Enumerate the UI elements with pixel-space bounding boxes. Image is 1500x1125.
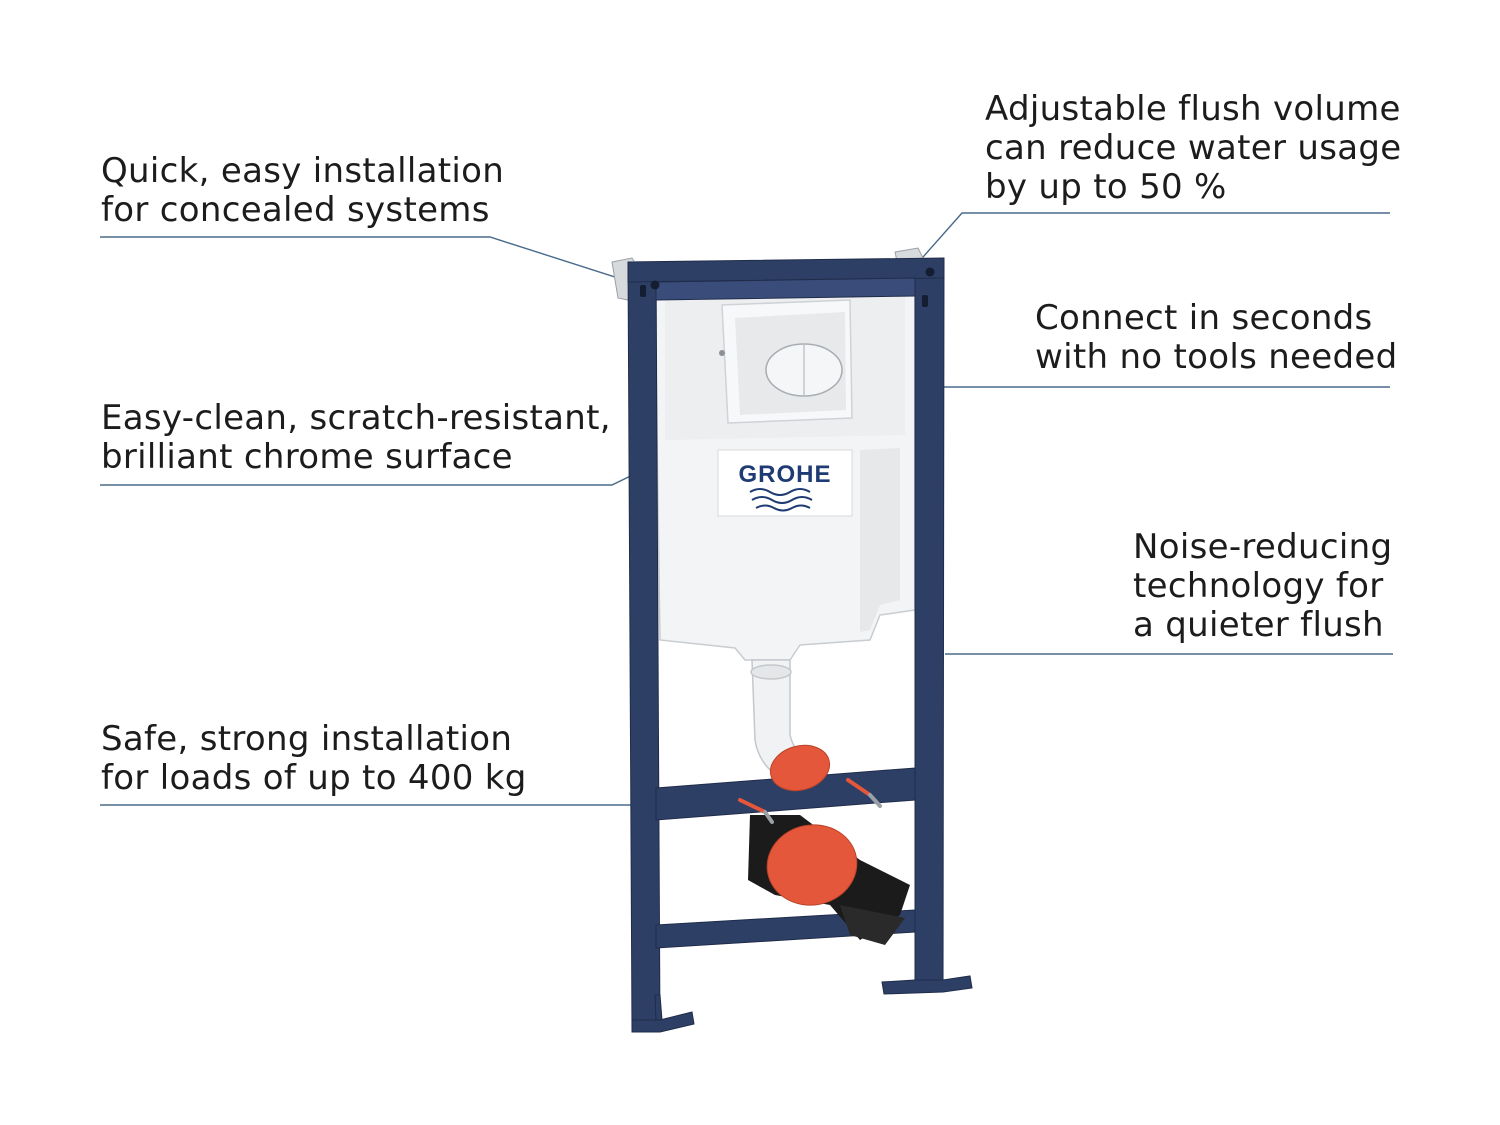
brand-logo-text: GROHE [738, 461, 831, 488]
leader-line-installation [100, 236, 641, 286]
callout-connect: Connect in seconds with no tools needed [1035, 299, 1397, 377]
callout-flush-volume-line-1: Adjustable flush volume [985, 89, 1401, 129]
leader-lines [100, 212, 1393, 806]
callout-flush-volume: Adjustable flush volume can reduce water… [985, 90, 1401, 207]
callout-chrome-line-1: Easy-clean, scratch-resistant, [101, 398, 611, 438]
callout-installation: Quick, easy installation for concealed s… [101, 152, 504, 230]
callout-strength-line-2: for loads of up to 400 kg [101, 758, 527, 798]
callout-strength-line-1: Safe, strong installation [101, 719, 513, 759]
threaded-rods [738, 778, 882, 824]
callout-flush-volume-line-2: can reduce water usage [985, 128, 1402, 168]
protective-caps [766, 744, 858, 906]
frame-holes [640, 267, 935, 307]
callout-installation-line-2: for concealed systems [101, 190, 490, 230]
callout-noise-line-1: Noise-reducing [1133, 527, 1393, 567]
callout-noise: Noise-reducing technology for a quieter … [1133, 528, 1392, 645]
flush-plate [719, 299, 853, 424]
callout-connect-line-1: Connect in seconds [1035, 298, 1373, 338]
callout-installation-line-1: Quick, easy installation [101, 151, 505, 191]
waste-pipe-cap [766, 824, 858, 906]
brand-logo: GROHE [717, 449, 853, 517]
callout-connect-line-2: with no tools needed [1035, 337, 1398, 377]
callout-noise-line-3: a quieter flush [1133, 605, 1384, 645]
callout-strength: Safe, strong installation for loads of u… [101, 720, 527, 798]
callout-noise-line-2: technology for [1133, 566, 1384, 606]
callout-flush-volume-line-3: by up to 50 % [985, 167, 1227, 207]
callout-chrome-line-2: brilliant chrome surface [101, 437, 513, 477]
callout-chrome: Easy-clean, scratch-resistant, brilliant… [101, 399, 611, 477]
flush-pipe-cap [769, 744, 831, 792]
